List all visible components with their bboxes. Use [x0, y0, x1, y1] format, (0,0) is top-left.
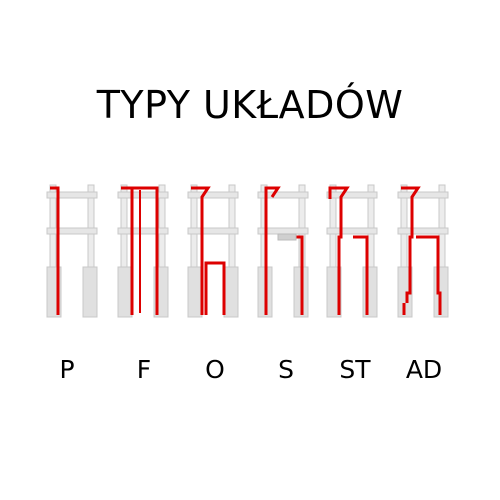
- frame-AD: [397, 184, 449, 318]
- frame-O: [187, 184, 239, 318]
- frame-ST: [326, 184, 378, 318]
- frame-S: [257, 184, 309, 318]
- label-AD: AD: [405, 355, 443, 384]
- label-S: S: [278, 355, 294, 384]
- frame-P: [46, 184, 98, 318]
- page-title: TYPY UKŁADÓW: [96, 83, 404, 127]
- label-F: F: [136, 355, 152, 384]
- label-ST: ST: [339, 355, 371, 384]
- label-O: O: [205, 355, 225, 384]
- frame-F: [117, 184, 169, 318]
- label-P: P: [59, 355, 75, 384]
